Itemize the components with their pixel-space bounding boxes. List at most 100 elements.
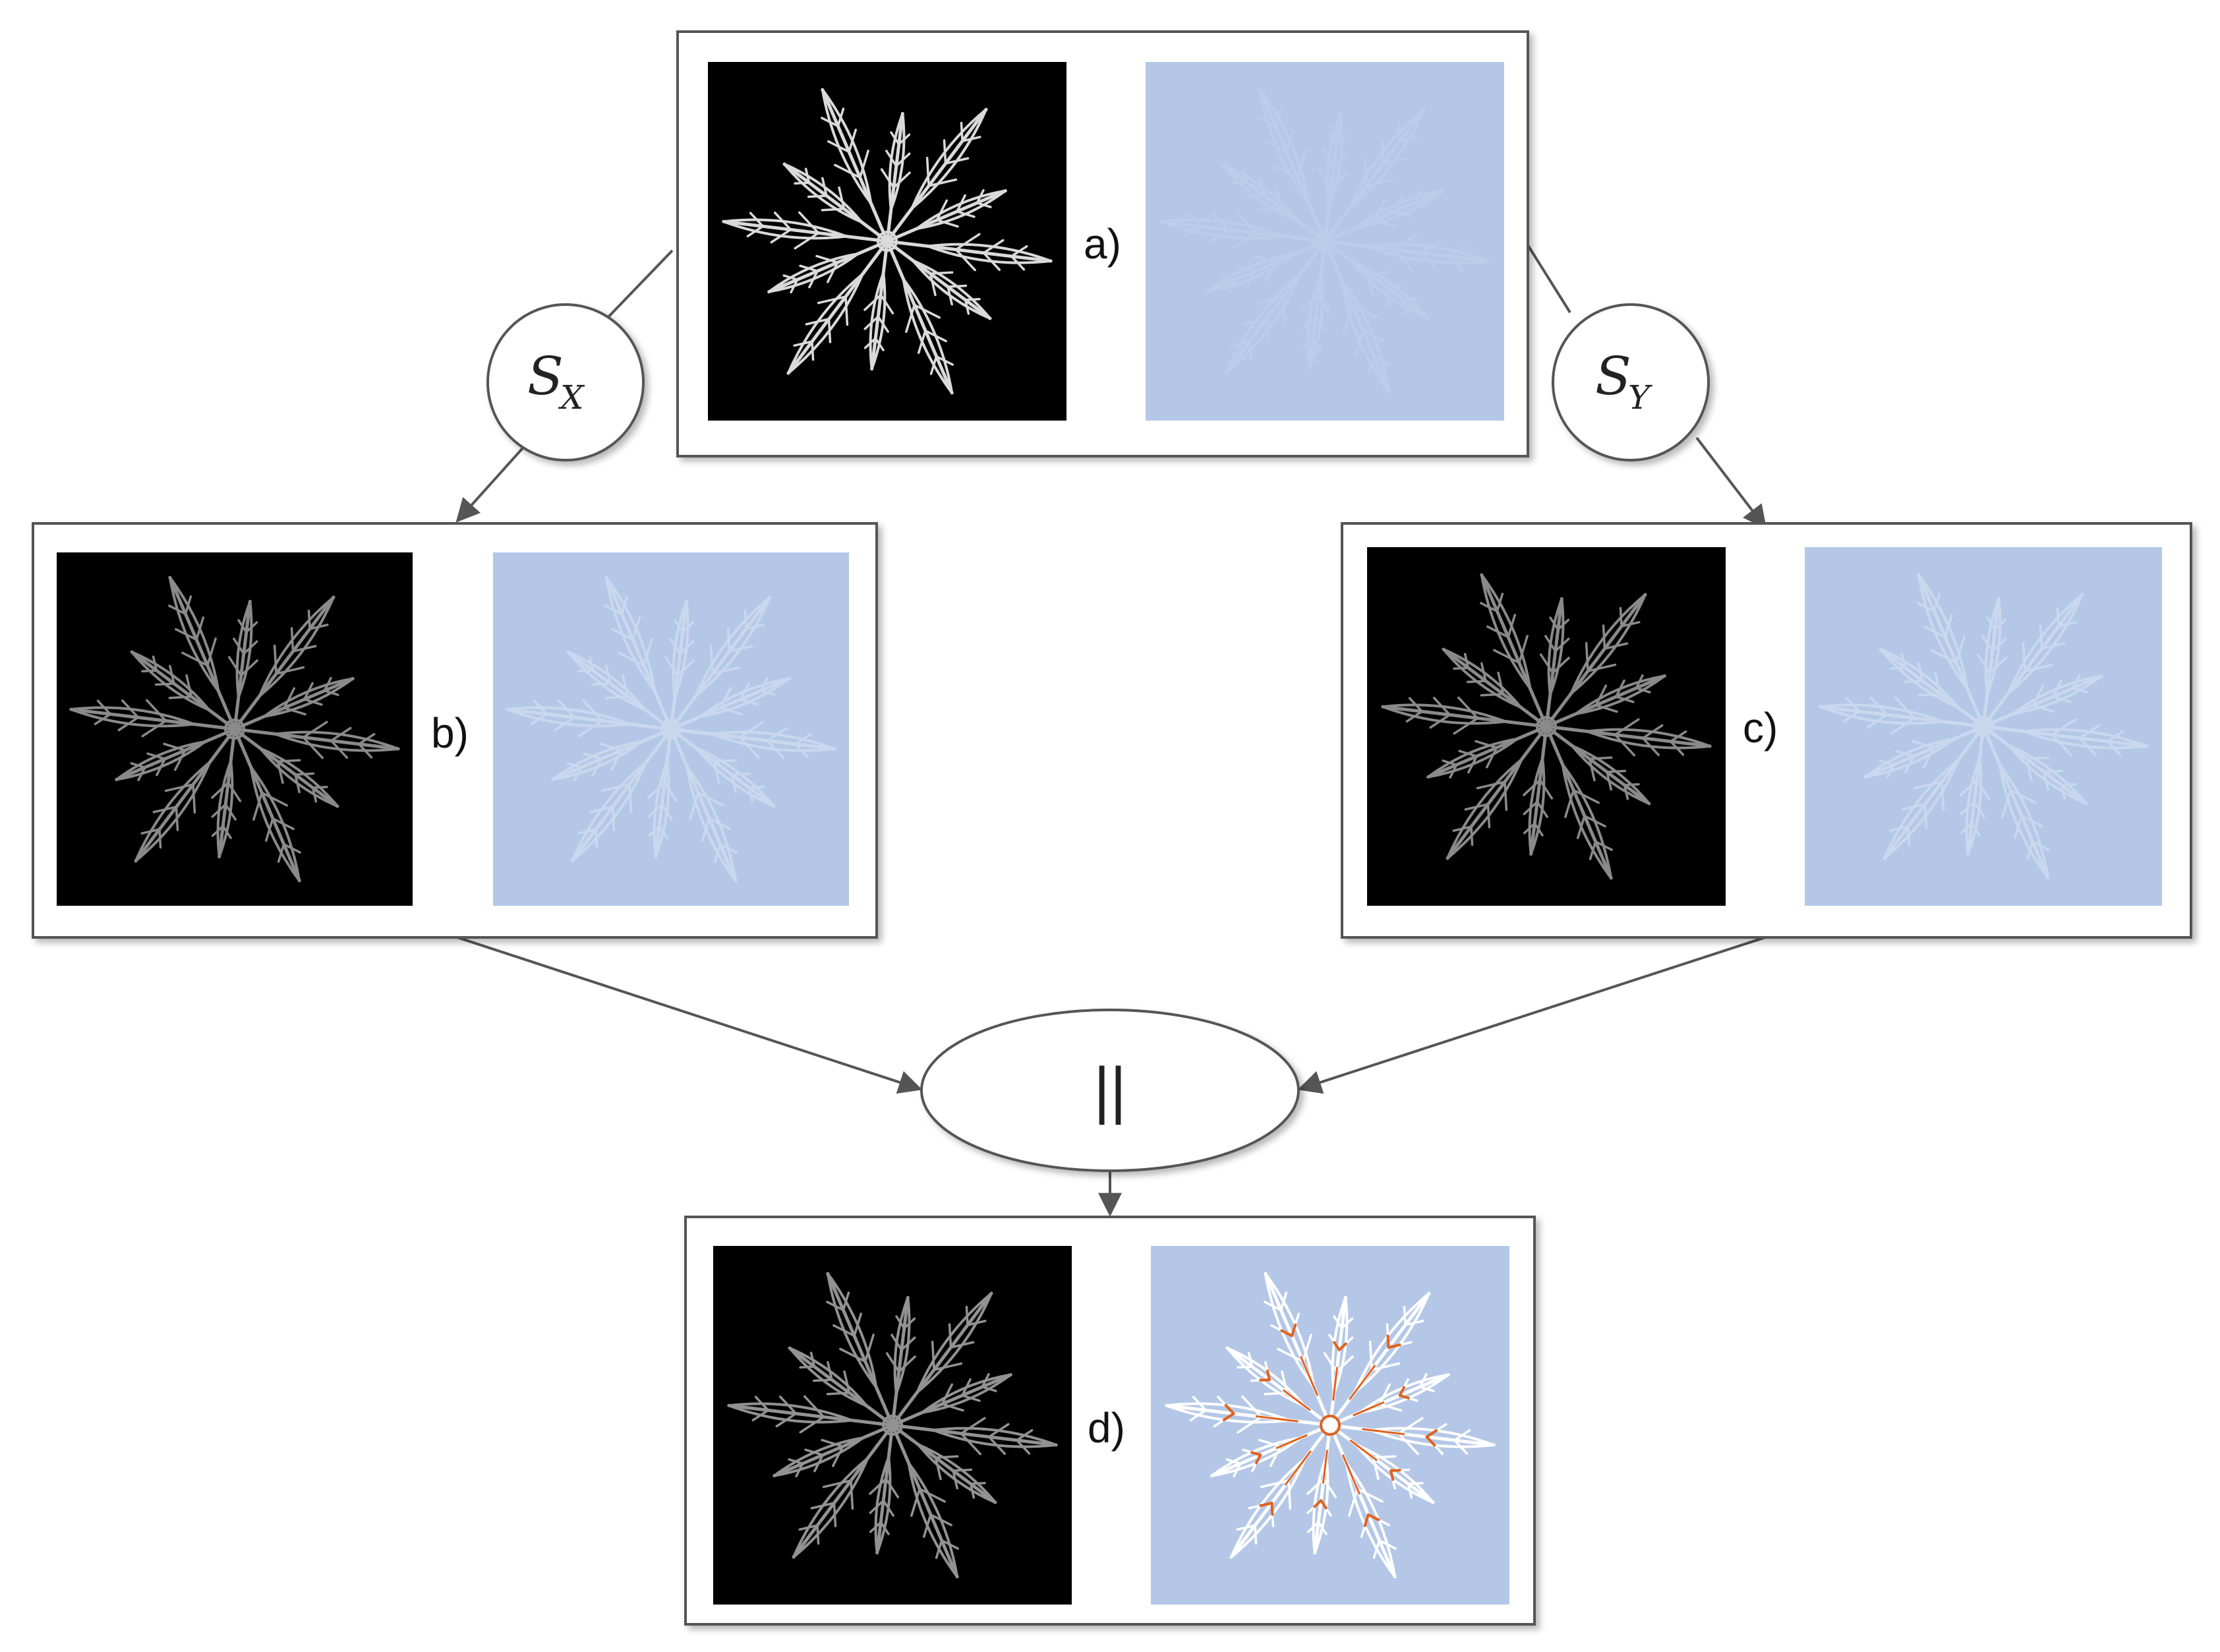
snowflake-branch (839, 1347, 867, 1363)
snowflake-arm (69, 707, 237, 731)
snowflake-branch (1552, 657, 1570, 674)
snowflake-arm (885, 107, 988, 243)
snowflake-branch (816, 1524, 820, 1545)
snowflake-branch (1619, 606, 1623, 628)
snowflake-branch (730, 772, 751, 776)
snowflake-arm (1981, 593, 2084, 728)
snowflake-branch (2057, 621, 2078, 628)
snowflake-crystal (604, 576, 657, 692)
snowflake-branch (1549, 616, 1560, 631)
snowflake-layer (69, 88, 2149, 1579)
snowflake-highlight (1333, 1341, 1341, 1351)
snowflake-branch (1306, 1521, 1320, 1533)
sy-operator-node: S Y (1552, 303, 1710, 461)
snowflake-branch (850, 1479, 854, 1510)
snowflake-branch (960, 1432, 981, 1456)
snowflake-branch (1944, 614, 1954, 639)
snowflake-branch (175, 806, 179, 831)
connector-a-to-sx (602, 249, 674, 323)
snowflake-branch (1453, 1438, 1469, 1455)
snowflake-branch (1960, 822, 1973, 835)
snowflake-branch (960, 1417, 986, 1435)
snowflake-branch (956, 194, 966, 213)
snowflake-branch (961, 136, 981, 142)
snowflake-arm (1205, 239, 1327, 294)
panel-c-gray-snowflake-icon (1381, 573, 1712, 880)
snowflake-arm (1225, 1346, 1332, 1427)
snowflake-branch (1408, 697, 1424, 713)
snowflake-branch (1373, 199, 1386, 221)
snowflake-branch (681, 621, 695, 634)
snowflake-branch (1986, 616, 1997, 631)
snowflake-crystal (826, 1272, 878, 1388)
snowflake-branch (709, 644, 714, 675)
snowflake-highlight (1255, 1415, 1299, 1423)
snowflake-highlight (1313, 1499, 1323, 1508)
snowflake-branch (163, 742, 187, 752)
snowflake-branch (1330, 171, 1349, 189)
snowflake-branch (877, 315, 889, 333)
snowflake-branch (192, 783, 196, 814)
snowflake-arm (722, 220, 889, 243)
snowflake-arm (130, 650, 237, 731)
snowflake-branch (961, 1378, 972, 1397)
snowflake-branch (294, 773, 301, 794)
snowflake-branch (740, 698, 759, 706)
snowflake-branch (1453, 717, 1479, 735)
snowflake-branch (1242, 318, 1268, 326)
snowflake-arm (1917, 573, 1985, 728)
snowflake-branch (827, 140, 850, 154)
snowflake-branch (822, 1479, 852, 1489)
snowflake-arm (1446, 724, 1548, 860)
snowflake-branch (1378, 1383, 1391, 1405)
snowflake-crystal (1365, 243, 1489, 264)
snowflake-crystal (723, 218, 847, 240)
snowflake-highlight (1398, 1386, 1405, 1397)
snowflake-arm (1323, 107, 1426, 243)
snowflake-branch (357, 742, 373, 759)
snowflake-arm (570, 727, 673, 863)
snowflake-branch (1247, 1351, 1254, 1368)
snowflake-branch (260, 791, 288, 807)
snowflake-highlight (1332, 1367, 1339, 1401)
snowflake-branch (885, 150, 898, 167)
snowflake-branch (1397, 1432, 1419, 1456)
snowflake-branch (1335, 133, 1349, 146)
snowflake-branch (663, 781, 678, 802)
panel-b-label: b) (431, 709, 469, 757)
snowflake-branch (864, 1334, 875, 1363)
sx-operator-symbol: S (527, 345, 564, 407)
snowflake-branch (1635, 687, 1651, 693)
snowflake-branch (1184, 225, 1202, 238)
snowflake-branch (897, 133, 911, 146)
snowflake-branch (1407, 1481, 1424, 1485)
snowflake-branch (719, 707, 743, 716)
snowflake-branch (1470, 825, 1474, 846)
snowflake-core (224, 719, 245, 740)
snowflake-branch (1589, 840, 1597, 860)
snowflake-arm (1981, 597, 2001, 728)
snowflake-branch (863, 315, 879, 330)
snowflake-arm (1981, 724, 2050, 880)
snowflake-branch (941, 1383, 953, 1405)
snowflake-branch (1370, 1362, 1401, 1371)
snowflake-branch (1904, 755, 1915, 774)
snowflake-branch (766, 739, 785, 759)
snowflake-branch (766, 726, 788, 742)
snowflake-branch (987, 1435, 1007, 1455)
snowflake-branch (981, 1372, 990, 1388)
snowflake-crystal (571, 761, 648, 862)
snowflake-highlight (1349, 1365, 1376, 1400)
snowflake-branch (809, 1351, 816, 1368)
snowflake-arm (1529, 724, 1548, 856)
snowflake-branch (1842, 710, 1861, 723)
snowflake-branch (905, 303, 916, 333)
snowflake-branch (146, 752, 166, 760)
snowflake-branch (1975, 779, 1991, 800)
snowflake-branch (943, 139, 947, 165)
snowflake-arm (115, 727, 237, 782)
snowflake-branch (925, 156, 930, 187)
snowflake-arm (788, 1346, 894, 1427)
snowflake-branch (1587, 663, 1617, 672)
